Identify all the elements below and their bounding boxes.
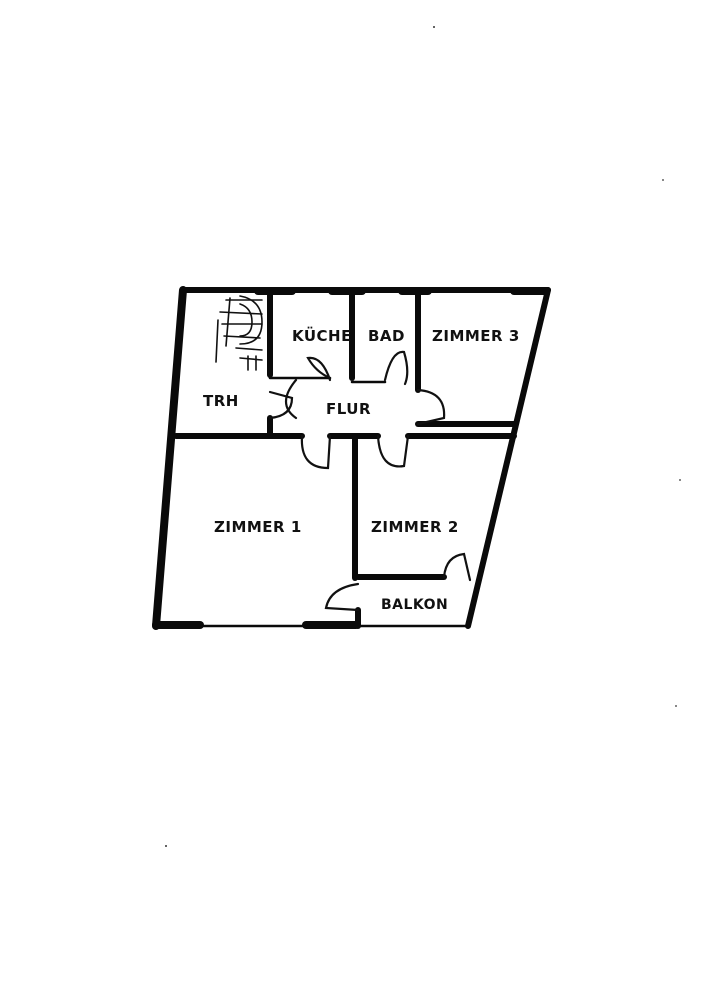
room-label-trh: TRH [203,392,239,410]
stair-tread [219,311,263,315]
room-label-kueche: KÜCHE [292,326,352,345]
staircase [215,295,263,371]
door-zimmer2 [376,434,410,468]
paper-specks [165,26,681,847]
room-label-zimmer1: ZIMMER 1 [214,518,302,536]
room-label-balkon: BALKON [381,597,448,613]
door-bad [383,350,409,386]
room-label-zimmer3: ZIMMER 3 [432,327,520,345]
interior-walls [173,288,517,629]
room-label-bad: BAD [368,327,405,345]
door-balkon-left [324,582,360,612]
speck [679,479,681,481]
door-trh [268,390,294,420]
stair-tread [223,335,261,339]
door-zimmer3 [416,388,446,426]
door-flur-left [284,378,298,420]
stair-line [215,319,219,363]
outer-wall-left [152,286,187,630]
room-label-flur: FLUR [326,400,371,418]
stair-tread [239,357,263,361]
room-label-zimmer2: ZIMMER 2 [371,518,459,536]
speck [662,179,664,181]
outer-wall-right [465,287,551,629]
door-zimmer1 [300,434,332,470]
speck [433,26,435,28]
outer-walls [152,286,551,630]
door-kueche [306,356,332,382]
stair-line [225,297,231,347]
stair-curve [239,303,253,337]
speck [165,845,167,847]
room-labels: KÜCHE BAD ZIMMER 3 TRH FLUR ZIMMER 1 ZIM… [203,326,520,613]
door-balkon-right [442,552,472,582]
speck [675,705,677,707]
doors [268,350,472,612]
stair-tread [235,347,263,351]
